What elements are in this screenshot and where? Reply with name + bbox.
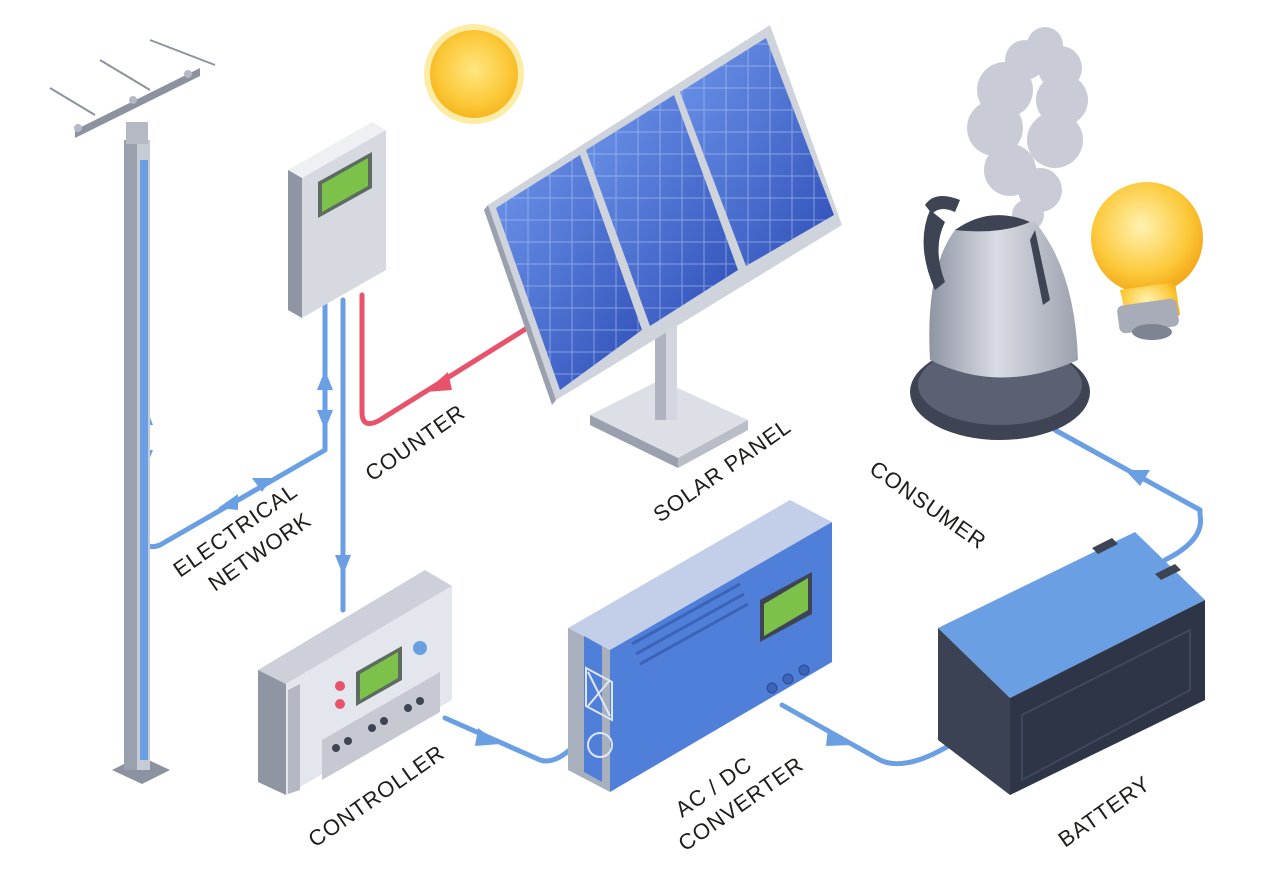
arrow-ctrl-conv [475,728,500,746]
arrow-meter-down [335,555,351,575]
label-battery: BATTERY [1054,771,1156,853]
bulb-icon [1091,182,1203,340]
wire-solar-meter [359,292,535,427]
wire-controller-converter [442,715,578,764]
power-pole-icon [49,39,216,784]
arrow-solar-red [425,372,452,392]
arrow-network-2 [252,478,272,492]
arrow-conv-batt [826,728,852,746]
steam [967,27,1088,231]
arrow-network-down [317,410,333,430]
wires [142,157,1204,767]
label-consumer: CONSUMER [865,456,991,555]
sun-icon [424,24,524,124]
converter-icon [568,500,832,792]
label-counter: COUNTER [361,399,470,486]
wire-converter-battery [779,702,953,767]
kettle-icon [910,27,1090,440]
arrow-network-1 [218,494,238,510]
solar-panel-icon [484,25,842,468]
controller-icon [258,570,452,795]
meter-icon [288,122,386,318]
flow-arrows [137,370,1150,746]
wire-battery-kettle [1052,427,1204,563]
arrow-batt-kettle [1125,470,1150,486]
battery-icon [938,532,1205,795]
arrow-network-up [317,370,333,390]
